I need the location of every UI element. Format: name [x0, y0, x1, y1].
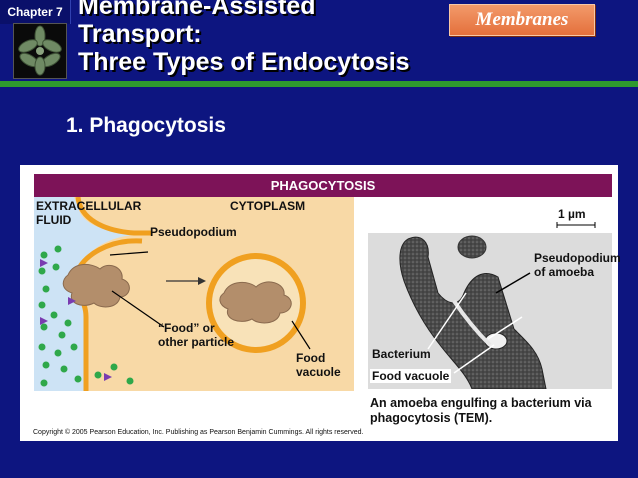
- header-divider: [0, 81, 638, 87]
- title-line-2: Transport:: [78, 20, 202, 48]
- phagocytosis-figure: PHAGOCYTOSIS: [20, 165, 621, 441]
- copyright-notice: Copyright © 2005 Pearson Education, Inc.…: [33, 429, 364, 436]
- chapter-label: Chapter 7: [0, 0, 71, 24]
- label-extracellular-2: FLUID: [36, 213, 72, 227]
- label-food-vacuole: Food vacuole: [370, 369, 452, 383]
- figure-banner: PHAGOCYTOSIS: [34, 174, 612, 197]
- label-pseudopodium: Pseudopodium: [150, 225, 237, 239]
- label-bacterium: Bacterium: [372, 347, 431, 361]
- label-cytoplasm: CYTOPLASM: [230, 199, 306, 213]
- tem-micrograph: Pseudopodium of amoeba Bacterium Food va…: [368, 233, 621, 390]
- label-food-1: “Food” or: [158, 321, 215, 335]
- micrograph-image: [368, 233, 612, 390]
- label-food-2: other particle: [158, 335, 235, 349]
- scale-label: 1 µm: [558, 207, 586, 221]
- figure-caption: An amoeba engulfing a bacterium via phag…: [370, 396, 592, 426]
- plant-icon: [13, 23, 67, 79]
- phagocytosis-diagram: EXTRACELLULAR FLUID CYTOPLASM Pseudopodi…: [34, 196, 354, 391]
- title-line-1: Membrane-Assisted: [78, 0, 316, 20]
- topic-badge: Membranes: [449, 4, 595, 36]
- diagram-artwork: [34, 196, 354, 391]
- title-line-3: Three Types of Endocytosis: [78, 48, 410, 76]
- caption-line-2: phagocytosis (TEM).: [370, 411, 493, 425]
- label-vacuole-2: vacuole: [296, 365, 341, 379]
- label-pseudopodium-amoeba-2: of amoeba: [534, 265, 595, 279]
- slide-title: Membrane-Assisted Transport: Three Types…: [78, 0, 498, 76]
- caption-line-1: An amoeba engulfing a bacterium via: [370, 396, 592, 410]
- label-extracellular-1: EXTRACELLULAR: [36, 199, 142, 213]
- scale-bar: [556, 222, 596, 228]
- label-vacuole-1: Food: [296, 351, 326, 365]
- label-pseudopodium-amoeba-1: Pseudopodium: [534, 251, 621, 265]
- section-subtitle: 1. Phagocytosis: [66, 114, 226, 137]
